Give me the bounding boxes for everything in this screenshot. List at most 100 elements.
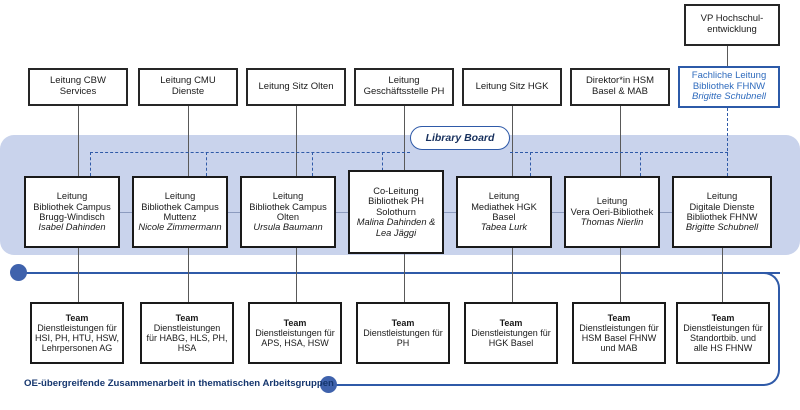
- collaboration-footer-label: OE-übergreifende Zusammenarbeit in thema…: [24, 378, 334, 389]
- tier2-6-line-1: Leitung: [706, 191, 738, 202]
- team-box-5[interactable]: Team Dienstleistungen für HSM Basel FHNW…: [572, 302, 666, 364]
- tier2-leitung-bibliothek-campus-olten[interactable]: Leitung Bibliothek Campus Olten Ursula B…: [240, 176, 336, 248]
- team-2-line-1: Dienstleistungen für: [255, 327, 335, 338]
- tier2-4-person: Tabea Lurk: [480, 222, 528, 233]
- link-t2-0-1: [118, 212, 134, 213]
- tier2-4-line-3: Basel: [492, 212, 516, 222]
- team-5-line-3: und MAB: [600, 343, 638, 354]
- team-6-heading: Team: [711, 312, 735, 323]
- tier2-leitung-bibliothek-campus-brugg-windisch[interactable]: Leitung Bibliothek Campus Brugg-Windisch…: [24, 176, 120, 248]
- team-5-line-1: Dienstleistungen für: [579, 322, 659, 333]
- tier2-2-line-2: Bibliothek Campus: [249, 201, 327, 212]
- tier2-4-line-2: Mediathek HGK: [471, 201, 537, 212]
- connector-vp-to-fachliche: [727, 46, 728, 68]
- team-0-line-1: Dienstleistungen für: [37, 322, 117, 333]
- connector-t1-1: [188, 106, 189, 176]
- tier1-leitung-sitz-olten[interactable]: Leitung Sitz Olten: [246, 68, 346, 106]
- vp-hochschulentwicklung-box[interactable]: VP Hochschul- entwicklung: [684, 4, 780, 46]
- tier2-6-line-2: Digitale Dienste: [689, 201, 755, 212]
- collab-dot-left: [10, 264, 27, 281]
- tier2-1-person: Nicole Zimmermann: [138, 222, 222, 233]
- connector-t1-5: [620, 106, 621, 176]
- tier2-3-line-1: Co-Leitung: [373, 185, 419, 196]
- connector-t2-1: [188, 248, 189, 302]
- team-6-line-3: alle HS FHNW: [693, 343, 753, 354]
- tier2-leitung-bibliothek-campus-muttenz[interactable]: Leitung Bibliothek Campus Muttenz Nicole…: [132, 176, 228, 248]
- connector-t2-4: [512, 248, 513, 302]
- tier1-direktorin-hsm-basel-mab[interactable]: Direktor*in HSM Basel & MAB: [570, 68, 670, 106]
- team-box-0[interactable]: Team Dienstleistungen für HSI, PH, HTU, …: [30, 302, 124, 364]
- tier1-5-line-1: Direktor*in HSM: [585, 75, 655, 87]
- tier1-leitung-geschaeftsstelle-ph[interactable]: Leitung Geschäftsstelle PH: [354, 68, 454, 106]
- tier1-5-line-2: Basel & MAB: [592, 86, 648, 97]
- link-t2-2-3: [334, 212, 350, 213]
- tier2-1-line-3: Muttenz: [163, 212, 197, 222]
- team-1-line-2: für HABG, HLS, PH,: [146, 333, 228, 343]
- tier2-2-person: Ursula Baumann: [253, 222, 323, 233]
- tier2-6-person: Brigitte Schubnell: [685, 222, 759, 233]
- dashed-drop-1: [206, 152, 207, 176]
- tier1-6-line-2: Bibliothek FHNW: [692, 80, 766, 92]
- tier2-5-line-2: Vera Oeri-Bibliothek: [570, 206, 654, 217]
- team-box-6[interactable]: Team Dienstleistungen für Standortbib. u…: [676, 302, 770, 364]
- team-0-heading: Team: [65, 312, 89, 323]
- tier2-co-leitung-bibliothek-ph-solothurn[interactable]: Co-Leitung Bibliothek PH Solothurn Malin…: [348, 170, 444, 254]
- team-3-line-1: Dienstleistungen für: [363, 327, 443, 338]
- team-4-line-2: HGK Basel: [488, 338, 534, 349]
- dashed-drop-2: [312, 152, 313, 176]
- vp-line-2: entwicklung: [707, 24, 757, 35]
- tier2-leitung-digitale-dienste-bibliothek-fhnw[interactable]: Leitung Digitale Dienste Bibliothek FHNW…: [672, 176, 772, 248]
- team-box-2[interactable]: Team Dienstleistungen für APS, HSA, HSW: [248, 302, 342, 364]
- tier1-1-line-2: Dienste: [171, 86, 205, 97]
- tier1-3-line-2: Geschäftsstelle PH: [363, 86, 445, 97]
- tier1-4-line-1: Leitung Sitz HGK: [475, 80, 549, 92]
- link-t2-3-4: [442, 212, 458, 213]
- team-1-line-3: HSA: [177, 343, 197, 354]
- team-box-3[interactable]: Team Dienstleistungen für PH: [356, 302, 450, 364]
- connector-t1-2: [296, 106, 297, 176]
- collab-loop-right: [740, 272, 780, 386]
- team-3-heading: Team: [391, 317, 415, 328]
- tier1-0-line-2: Services: [59, 86, 97, 97]
- tier2-3-person-2: Lea Jäggi: [375, 227, 417, 238]
- tier1-1-line-1: Leitung CMU: [160, 75, 216, 87]
- tier2-0-person: Isabel Dahinden: [38, 222, 106, 233]
- team-2-heading: Team: [283, 317, 307, 328]
- team-box-1[interactable]: Team Dienstleistungen für HABG, HLS, PH,…: [140, 302, 234, 364]
- library-board-pill[interactable]: Library Board: [410, 126, 510, 150]
- tier2-2-line-3: Olten: [276, 212, 300, 222]
- team-5-line-2: HSM Basel FHNW: [581, 333, 657, 343]
- team-4-heading: Team: [499, 317, 523, 328]
- team-1-line-1: Dienstleistungen: [153, 322, 221, 333]
- tier1-2-line-1: Leitung Sitz Olten: [258, 80, 334, 92]
- tier1-6-person: Brigitte Schubnell: [692, 91, 766, 103]
- dashed-drop-3: [382, 152, 383, 176]
- tier1-leitung-cmu-dienste[interactable]: Leitung CMU Dienste: [138, 68, 238, 106]
- tier2-0-line-1: Leitung: [56, 191, 88, 202]
- tier1-3-line-1: Leitung: [388, 75, 420, 87]
- tier2-0-line-3: Brugg-Windisch: [39, 212, 105, 222]
- connector-t2-5: [620, 248, 621, 302]
- team-0-line-2: HSI, PH, HTU, HSW,: [34, 333, 119, 343]
- team-6-line-2: Standortbib. und: [689, 333, 757, 343]
- library-board-label: Library Board: [425, 132, 495, 144]
- tier2-6-line-3: Bibliothek FHNW: [686, 212, 758, 222]
- dashed-drop-4: [530, 152, 531, 176]
- team-0-line-3: Lehrpersonen AG: [41, 343, 113, 354]
- team-box-4[interactable]: Team Dienstleistungen für HGK Basel: [464, 302, 558, 364]
- dashed-bus-right: [510, 152, 728, 153]
- tier1-leitung-cbw-services[interactable]: Leitung CBW Services: [28, 68, 128, 106]
- connector-t2-0: [78, 248, 79, 302]
- tier1-fachliche-leitung-bibliothek-fhnw[interactable]: Fachliche Leitung Bibliothek FHNW Brigit…: [678, 66, 780, 108]
- tier1-leitung-sitz-hgk[interactable]: Leitung Sitz HGK: [462, 68, 562, 106]
- collab-loop-bottom: [330, 384, 742, 386]
- team-4-line-1: Dienstleistungen für: [471, 327, 551, 338]
- team-1-heading: Team: [175, 312, 199, 323]
- tier2-leitung-mediathek-hgk-basel[interactable]: Leitung Mediathek HGK Basel Tabea Lurk: [456, 176, 552, 248]
- team-6-line-1: Dienstleistungen für: [683, 322, 763, 333]
- tier1-0-line-1: Leitung CBW: [50, 75, 106, 87]
- tier2-leitung-vera-oeri-bibliothek[interactable]: Leitung Vera Oeri-Bibliothek Thomas Nier…: [564, 176, 660, 248]
- tier1-6-line-1: Fachliche Leitung: [691, 70, 767, 82]
- team-3-line-2: PH: [396, 338, 410, 349]
